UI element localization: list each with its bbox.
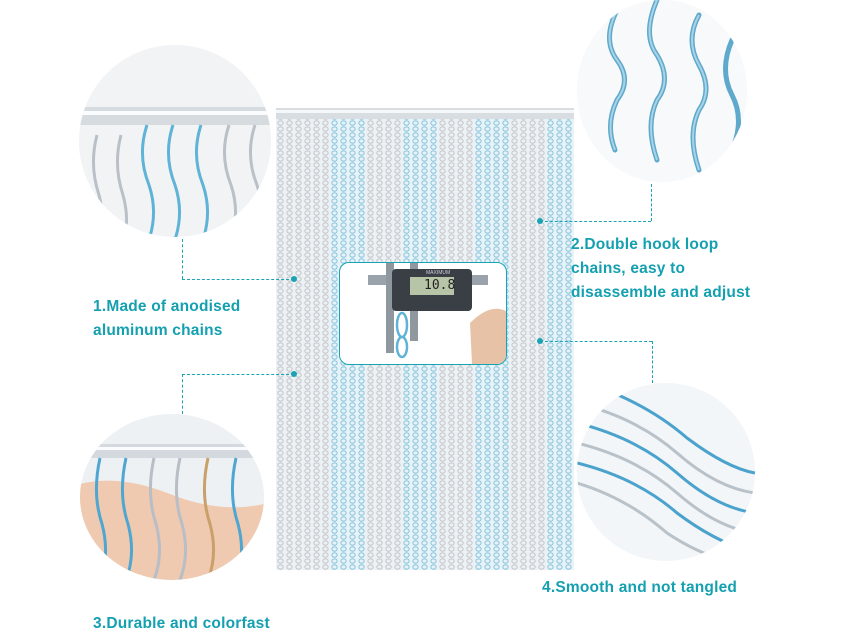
connector-2-vertical xyxy=(651,184,652,221)
caliper-brand: MAXIMUM xyxy=(426,270,451,276)
feature-3-line-1: 3.Durable and colorfast xyxy=(93,615,270,632)
feature-1-label: 1.Made of anodised aluminum chains xyxy=(93,295,240,343)
connector-3-horizontal xyxy=(182,374,294,375)
feature-2-line-3: disassemble and adjust xyxy=(571,284,751,301)
anodised-chains-closeup xyxy=(79,45,271,237)
feature-2-line-1: 2.Double hook loop xyxy=(571,236,719,253)
connector-4-vertical xyxy=(652,341,653,383)
connector-4-dot xyxy=(537,338,543,344)
feature-4-line-1: 4.Smooth and not tangled xyxy=(542,579,738,596)
double-hook-closeup xyxy=(577,0,747,182)
caliper-image xyxy=(368,263,506,364)
feature-3-label: 3.Durable and colorfast xyxy=(93,612,270,636)
connector-2-horizontal xyxy=(540,221,651,222)
connector-2-dot xyxy=(537,218,543,224)
curtain-image xyxy=(276,108,574,570)
connector-1-dot xyxy=(291,276,297,282)
caliper-inset: MAXIMUM 10.8 xyxy=(339,262,507,365)
feature-2-label: 2.Double hook loop chains, easy to disas… xyxy=(571,233,750,305)
caliper-display: 10.8 xyxy=(424,278,456,293)
hand-holding-chains xyxy=(80,414,264,580)
feature-4-label: 4.Smooth and not tangled xyxy=(542,576,737,600)
connector-3-vertical xyxy=(182,374,183,414)
connector-4-horizontal xyxy=(540,341,652,342)
feature-2-line-2: chains, easy to xyxy=(571,260,686,277)
feature-1-line-1: 1.Made of anodised xyxy=(93,298,241,315)
connector-3-dot xyxy=(291,371,297,377)
connector-1-vertical xyxy=(182,239,183,279)
feature-1-line-2: aluminum chains xyxy=(93,322,223,339)
connector-1-horizontal xyxy=(182,279,294,280)
tangle-free-chains xyxy=(577,383,755,561)
